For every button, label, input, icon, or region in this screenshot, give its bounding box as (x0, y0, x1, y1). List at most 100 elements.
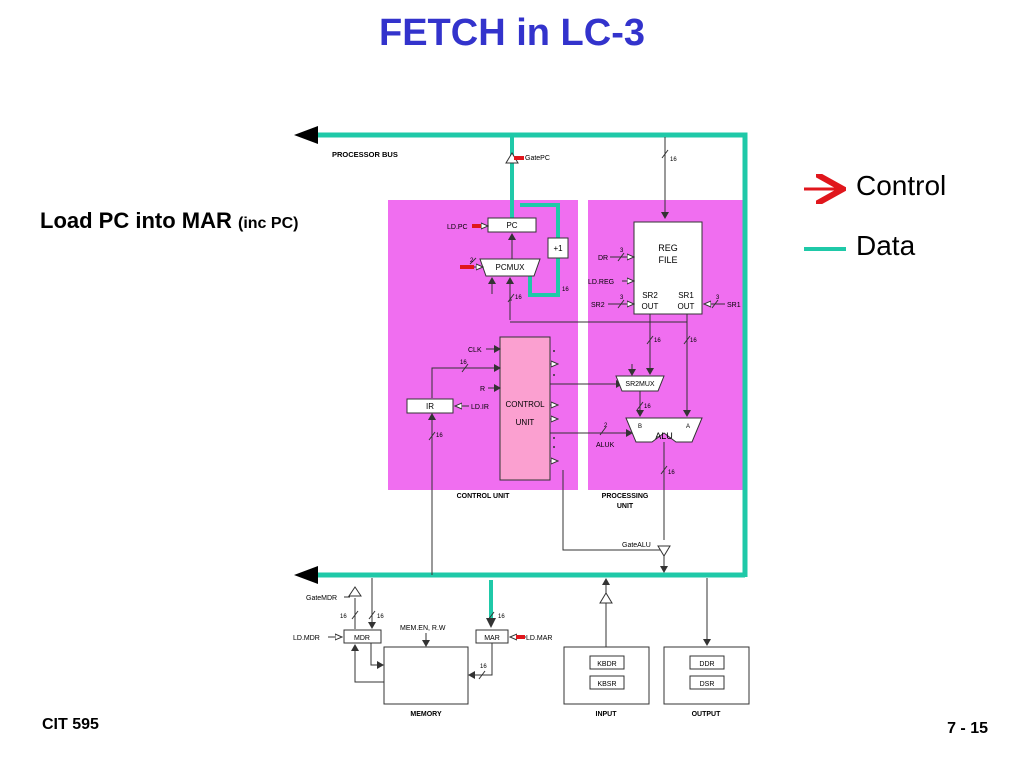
bus-to-ir-width-label: 16 (436, 433, 443, 439)
mar-to-memory-width-tick (478, 670, 486, 680)
footer-course: CIT 595 (42, 716, 99, 733)
ld-ir-label: LD.IR (471, 404, 489, 411)
pcmux (479, 258, 541, 277)
alu-a-label: A (686, 424, 690, 430)
processing-unit-region-label-1: PROCESSING (602, 493, 649, 500)
mdr-register (343, 629, 382, 644)
ir-to-control-arrow-icon (431, 364, 501, 398)
control-unit-label-2: UNIT (516, 418, 535, 427)
gate-mdr-label: GateMDR (306, 595, 337, 602)
ddr-register (689, 655, 725, 670)
pcmux-select-width-tick (469, 257, 477, 265)
pc-to-increment-path (520, 203, 560, 238)
kbsr-label: KBSR (597, 681, 616, 688)
sr1-select-width-label: 3 (716, 295, 720, 301)
dsr-register (689, 675, 725, 690)
mem-en-rw-label: MEM.EN, R.W (400, 625, 446, 632)
input-label: INPUT (596, 711, 618, 718)
gate-mdr-width-tick (351, 610, 359, 620)
bus-to-ir-width-tick (428, 431, 436, 441)
sr2-select-width-tick (617, 299, 625, 309)
ld-pc-signal-icon (472, 224, 481, 228)
sr2-select-label: SR2 (591, 302, 605, 309)
mar-to-memory-width-label: 16 (480, 664, 487, 670)
footer-page-number: 7 - 15 (947, 720, 988, 737)
increment-box (547, 237, 569, 259)
ld-reg-label: LD.REG (588, 279, 614, 286)
bus-to-mdr-width-label: 16 (377, 614, 384, 620)
sr2-select-width-label: 3 (620, 295, 624, 301)
dr-label: DR (598, 255, 608, 262)
pcmux-input-width-label: 16 (515, 295, 522, 301)
dr-width-label: 3 (620, 248, 624, 254)
bus-to-mar-width-label: 16 (498, 614, 505, 620)
legend-data-label: Data (856, 230, 916, 261)
bus-to-regfile-width-label: 16 (670, 157, 677, 163)
control-outputs (550, 350, 558, 461)
aluk-width-tick (599, 426, 607, 436)
slide-subtitle: Load PC into MAR (inc PC) (40, 208, 298, 234)
kbsr-register (589, 675, 625, 690)
mar-to-memory-arrow-icon (468, 643, 493, 679)
regfile-label-1: REG (658, 243, 678, 253)
ld-mar-signal-icon (516, 635, 525, 639)
kbdr-register (589, 655, 625, 670)
mar-input-arrowhead-icon (486, 618, 496, 628)
kbdr-label: KBDR (597, 661, 616, 668)
sr2-out-label-1: SR2 (642, 291, 658, 300)
pcmux-select-signal-icon (460, 265, 474, 269)
subtitle-main: Load PC into MAR (40, 208, 232, 233)
control-unit-region-label: CONTROL UNIT (457, 493, 510, 500)
sr1-out-width-tick (683, 335, 691, 345)
bus-to-regfile-width-tick (661, 149, 669, 159)
increment-width-label: 16 (562, 287, 569, 293)
clk-label: CLK (468, 347, 482, 354)
output-label: OUTPUT (692, 711, 722, 718)
ddr-label: DDR (699, 661, 714, 668)
aluk-width-label: 2 (604, 423, 608, 429)
processing-unit-region-label-2: UNIT (617, 503, 634, 510)
gate-pc-signal-icon (514, 156, 524, 160)
bus-top-arrowhead-icon (294, 126, 318, 144)
sr2mux-label: SR2MUX (625, 381, 655, 388)
bus-to-mdr-width-tick (368, 610, 376, 620)
dr-width-tick (617, 252, 625, 262)
slide-title: FETCH in LC-3 (379, 12, 645, 54)
alu-output-width-tick (660, 465, 668, 475)
memory-box (383, 646, 469, 705)
increment-label: +1 (553, 244, 563, 253)
alu-b-label: B (638, 424, 642, 430)
sr2mux-out-width-label: 16 (644, 404, 651, 410)
sr2-out-label-2: OUT (642, 302, 659, 311)
dsr-label: DSR (700, 681, 715, 688)
alu-label: ALU (655, 431, 673, 441)
sr2mux (615, 375, 665, 392)
alu-output-width-label: 16 (668, 470, 675, 476)
gate-alu-buffer-icon (657, 545, 671, 557)
register-file (633, 221, 703, 315)
bus-bottom-arrowhead-icon (294, 566, 318, 584)
mar-label: MAR (484, 635, 500, 642)
r-label: R (480, 386, 485, 393)
aluk-label: ALUK (596, 442, 615, 449)
legend-control-label: Control (856, 170, 947, 201)
mdr-label: MDR (354, 635, 370, 642)
sr2mux-out-width-tick (636, 401, 644, 411)
sr1-out-label-1: SR1 (678, 291, 694, 300)
ld-mdr-label: LD.MDR (293, 635, 320, 642)
ir-to-control-width-tick (461, 363, 469, 373)
gate-mdr-buffer-icon (348, 586, 362, 597)
processor-bus-top (316, 132, 748, 577)
memory-to-mdr-arrow-icon (351, 644, 384, 683)
pcmux-label: PCMUX (496, 263, 526, 272)
ld-mar-label: LD.MAR (526, 635, 552, 642)
sr1-select-label: SR1 (727, 302, 741, 309)
sr2-out-width-label: 16 (654, 338, 661, 344)
subtitle-note: (inc PC) (238, 215, 299, 232)
sr2-out-width-tick (646, 335, 654, 345)
sr1-out-width-label: 16 (690, 338, 697, 344)
control-unit-label-1: CONTROL (505, 400, 545, 409)
control-to-gatealu-line (562, 470, 662, 551)
memory-label: MEMORY (410, 711, 442, 718)
